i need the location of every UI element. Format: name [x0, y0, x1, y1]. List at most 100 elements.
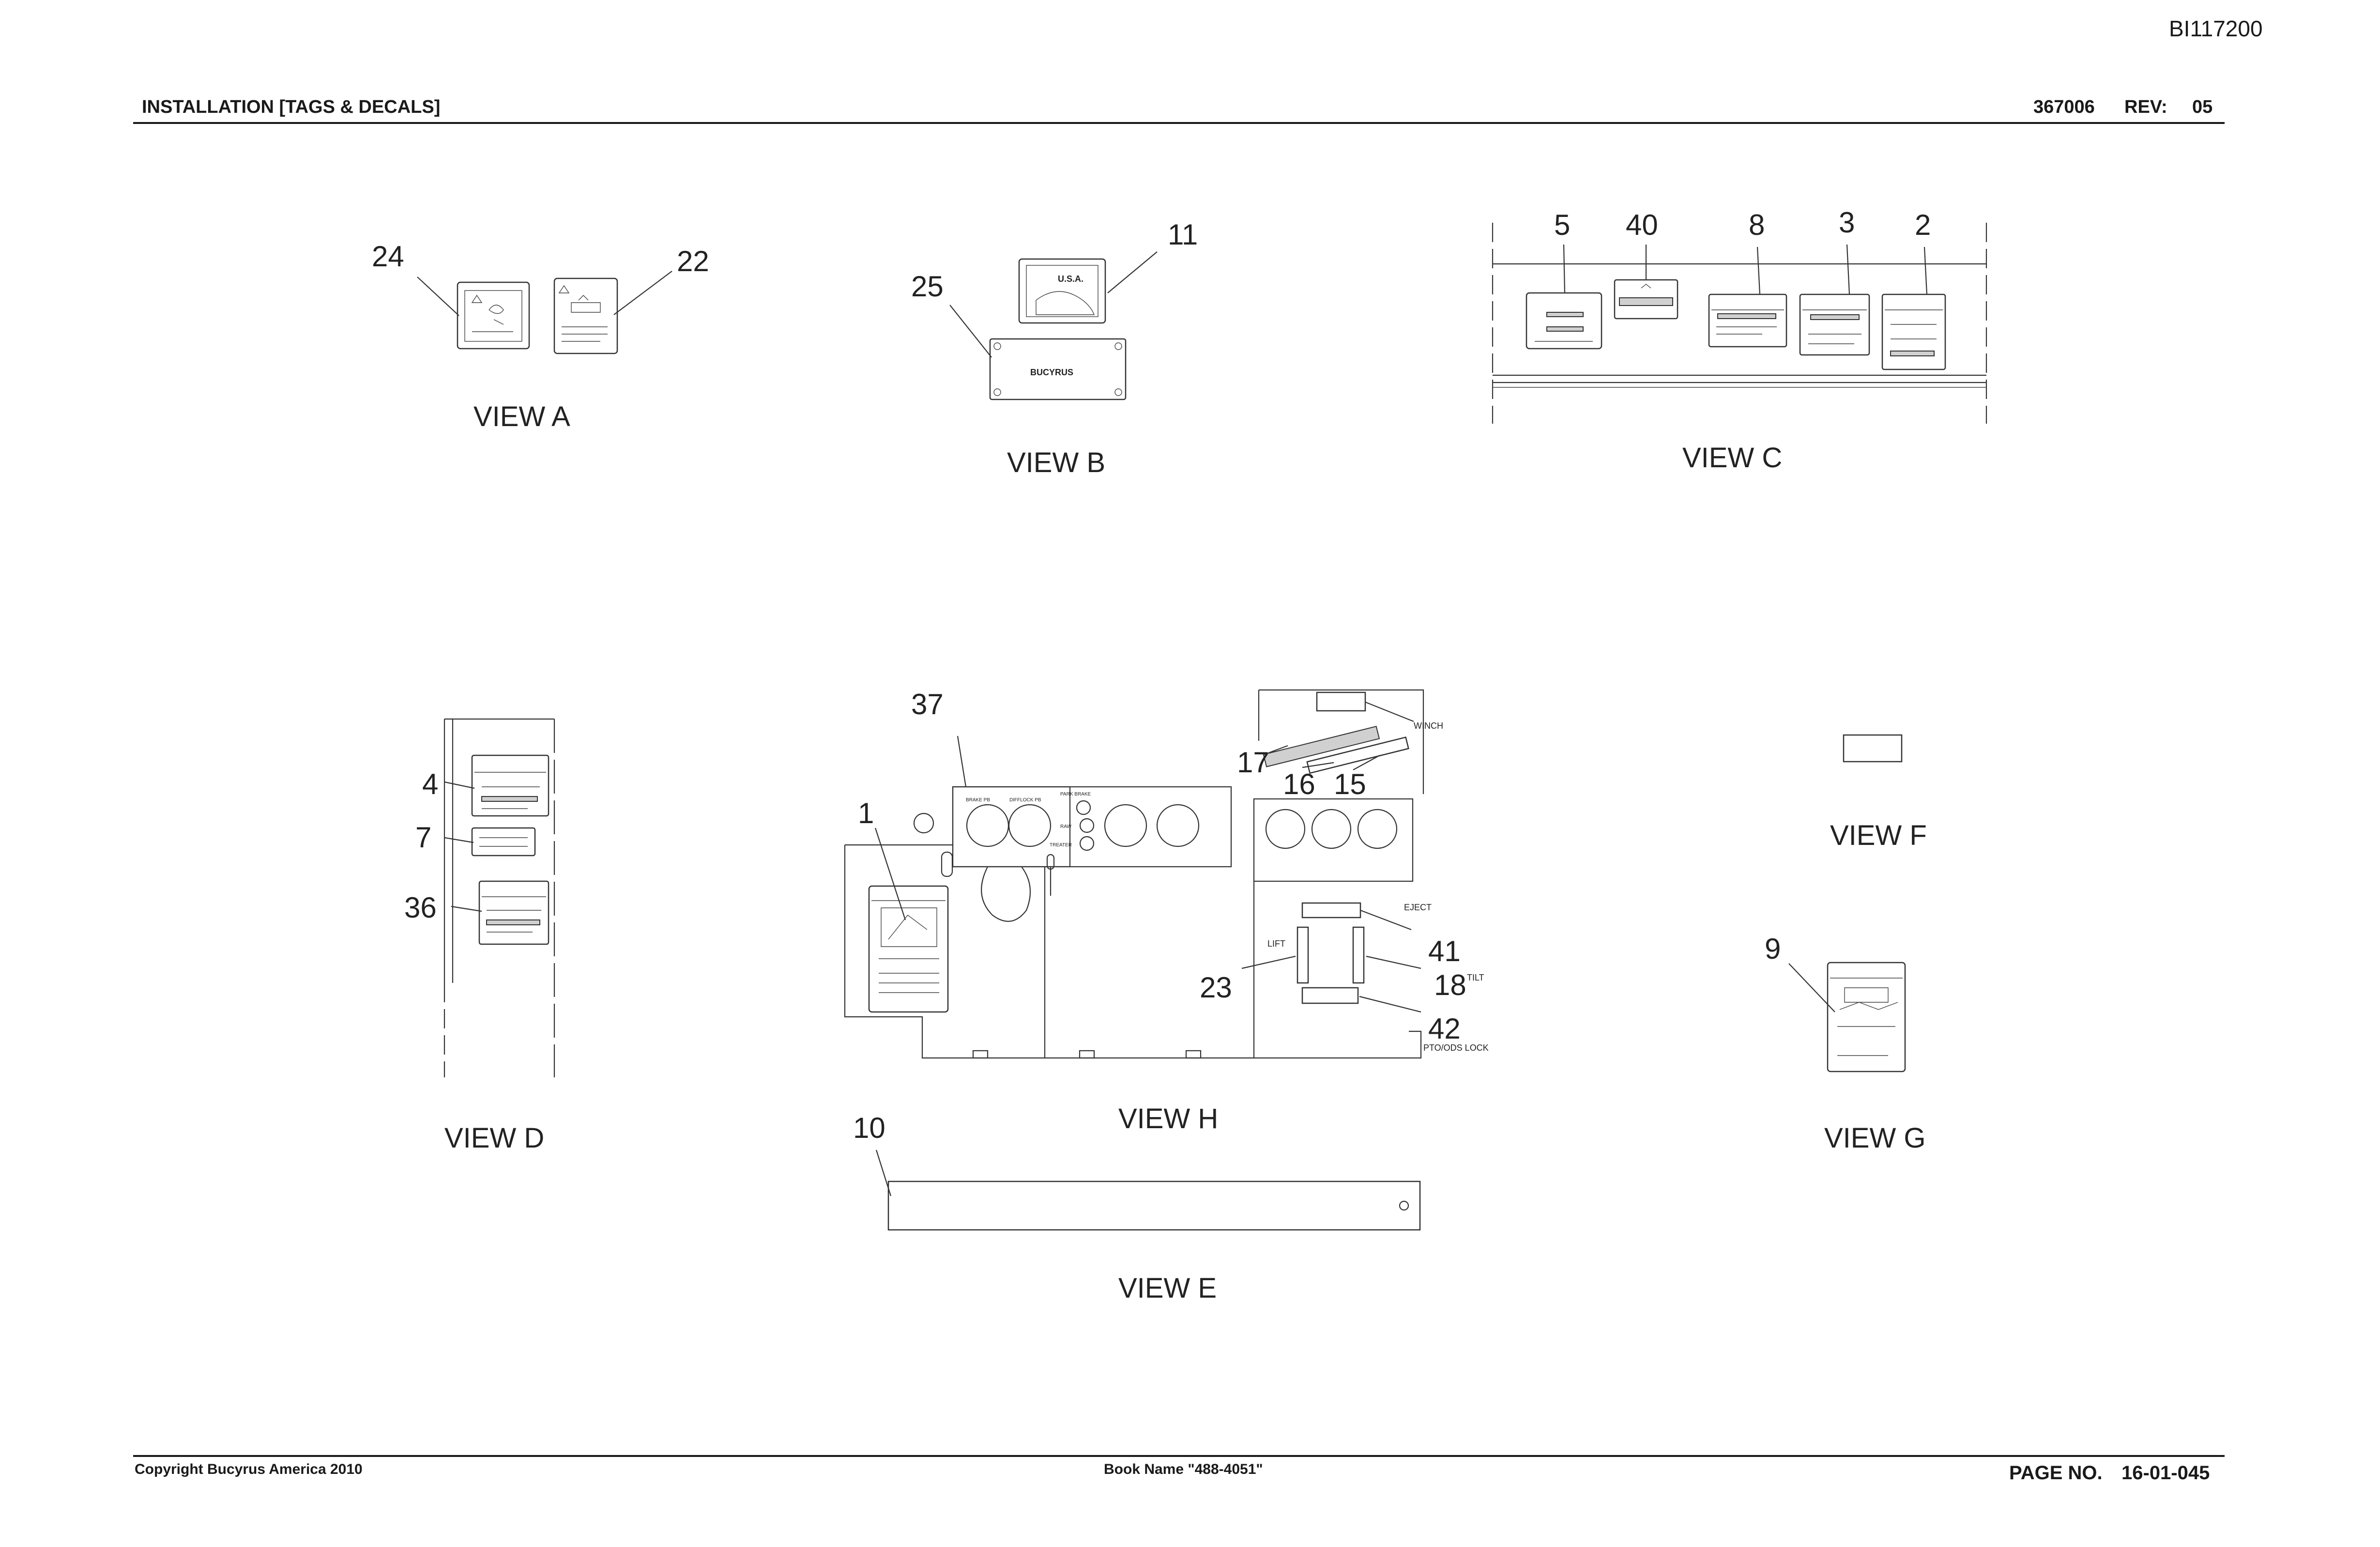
leader-10 — [875, 1149, 892, 1196]
flag-icon — [1036, 291, 1095, 315]
view-a-group: 24 22 VIEW A — [372, 240, 709, 432]
decal-9 — [1827, 962, 1906, 1072]
decal-41-eject — [1301, 902, 1361, 919]
screw-icon — [993, 388, 1001, 396]
warning-triangle-icon — [471, 294, 483, 303]
gauge-gen-ned — [1104, 804, 1147, 847]
park-brake-label: PARK BRAKE — [1060, 792, 1091, 797]
view-f-label: VIEW F — [1830, 820, 1927, 851]
view-b-group: U.S.A. BUCYRUS 11 25 VIEW B — [911, 218, 1198, 478]
view-g-label: VIEW G — [1824, 1122, 1925, 1154]
view-d-label: VIEW D — [444, 1122, 544, 1154]
revision-value: 05 — [2192, 97, 2213, 117]
console-outline — [844, 845, 1422, 1059]
view-f-group: VIEW F — [1830, 734, 1927, 851]
decal-2 — [1881, 293, 1946, 370]
leader-8 — [1756, 246, 1761, 295]
decal-11-frame — [1026, 265, 1098, 317]
gauge-right-1 — [1265, 809, 1306, 849]
decal-4 — [471, 754, 549, 817]
view-c-group: 5 40 8 3 2 VIEW C — [1492, 206, 1987, 474]
section-title: INSTALLATION [TAGS & DECALS] — [142, 97, 441, 117]
decal-5-bucyrus — [1526, 292, 1602, 350]
decal-7 — [471, 827, 536, 857]
leader-24 — [417, 276, 459, 316]
treater-label: TREATER — [1050, 842, 1072, 848]
decal-11-usa — [1018, 258, 1106, 324]
view-h-group: BRAKE PB DIFFLOCK PB PARK BRAKE RAW TREA… — [844, 688, 1489, 1134]
leader-1 — [874, 827, 906, 920]
winch-bracket — [1258, 689, 1424, 794]
view-d-group: 4 7 36 VIEW D — [404, 718, 555, 1154]
view-h-label: VIEW H — [1118, 1103, 1218, 1134]
decal-strip-15-16 — [1306, 736, 1409, 774]
callout-9: 9 — [1765, 933, 1781, 965]
callout-16: 16 — [1283, 768, 1315, 800]
gauge-brake-ned — [1156, 804, 1200, 847]
decal-17-strip — [1263, 725, 1380, 767]
header-rule — [133, 122, 2225, 124]
decal-36-text-band — [486, 919, 540, 925]
callout-36: 36 — [404, 891, 437, 924]
leader-16 — [1302, 762, 1334, 768]
logo-icon — [1641, 284, 1651, 289]
plate-25-bucyrus — [989, 338, 1127, 400]
hand-hazard-icon — [488, 305, 504, 325]
leader-3 — [1846, 244, 1850, 295]
callout-5: 5 — [1554, 209, 1570, 241]
leader-41 — [1360, 909, 1412, 931]
decal-42-lock — [1301, 987, 1359, 1004]
copyright-text: Copyright Bucyrus America 2010 — [135, 1461, 363, 1477]
decal-5-stripe — [1546, 326, 1584, 332]
callout-22: 22 — [677, 245, 709, 277]
bolt-tab — [1185, 1050, 1202, 1059]
view-g-group: 9 VIEW G — [1765, 933, 1925, 1154]
view-c-label: VIEW C — [1682, 442, 1782, 474]
decal-23-lift — [1297, 926, 1309, 984]
usa-text: U.S.A. — [1058, 274, 1083, 284]
park-brake-knob — [1076, 800, 1091, 815]
view-b-label: VIEW B — [1007, 447, 1105, 478]
leader-9 — [1788, 963, 1835, 1012]
decal-4-text-band — [481, 796, 538, 802]
screw-icon — [1114, 388, 1122, 396]
treater-knob — [1079, 836, 1095, 851]
drawing-number: 367006 — [2033, 97, 2095, 117]
view-a-label: VIEW A — [473, 401, 570, 432]
callout-3: 3 — [1839, 206, 1855, 239]
gauge-right-2 — [1311, 809, 1352, 849]
callout-10: 10 — [853, 1112, 885, 1144]
decal-8-text-band — [1717, 313, 1776, 319]
document-id: BI117200 — [2169, 16, 2263, 41]
leader-42 — [1359, 996, 1421, 1013]
bucyrus-plate-text: BUCYRUS — [1030, 368, 1073, 377]
plate-view-f — [1843, 734, 1903, 763]
leader-15 — [1353, 755, 1380, 770]
leader-36 — [451, 905, 482, 912]
leader-7 — [444, 837, 474, 843]
decal-18-tilt — [1352, 926, 1365, 984]
callout-25: 25 — [911, 270, 944, 303]
decal-strip-17 — [1263, 725, 1380, 767]
leader-17 — [1268, 745, 1288, 754]
callout-24: 24 — [372, 240, 404, 273]
callout-37: 37 — [911, 688, 944, 720]
winch-plate — [1316, 691, 1366, 712]
screw-icon — [1399, 1200, 1409, 1211]
machine-hazard-icon — [571, 295, 601, 313]
decal-1 — [868, 885, 949, 1013]
view-e-group: 10 VIEW E — [853, 1112, 1421, 1304]
raw-label: RAW — [1060, 824, 1072, 829]
leader-22 — [613, 271, 672, 315]
gauge-brake — [966, 804, 1009, 847]
page-number-label: PAGE NO. — [2009, 1462, 2103, 1484]
right-gauge-panel — [1253, 798, 1414, 882]
slot-mid — [1046, 854, 1055, 870]
screw-icon — [1114, 342, 1122, 350]
winch-label: WINCH — [1414, 721, 1443, 731]
steering-column — [981, 866, 1031, 922]
callout-23: 23 — [1200, 971, 1232, 1004]
callout-42: 42 — [1428, 1012, 1461, 1045]
callout-17: 17 — [1237, 746, 1269, 779]
